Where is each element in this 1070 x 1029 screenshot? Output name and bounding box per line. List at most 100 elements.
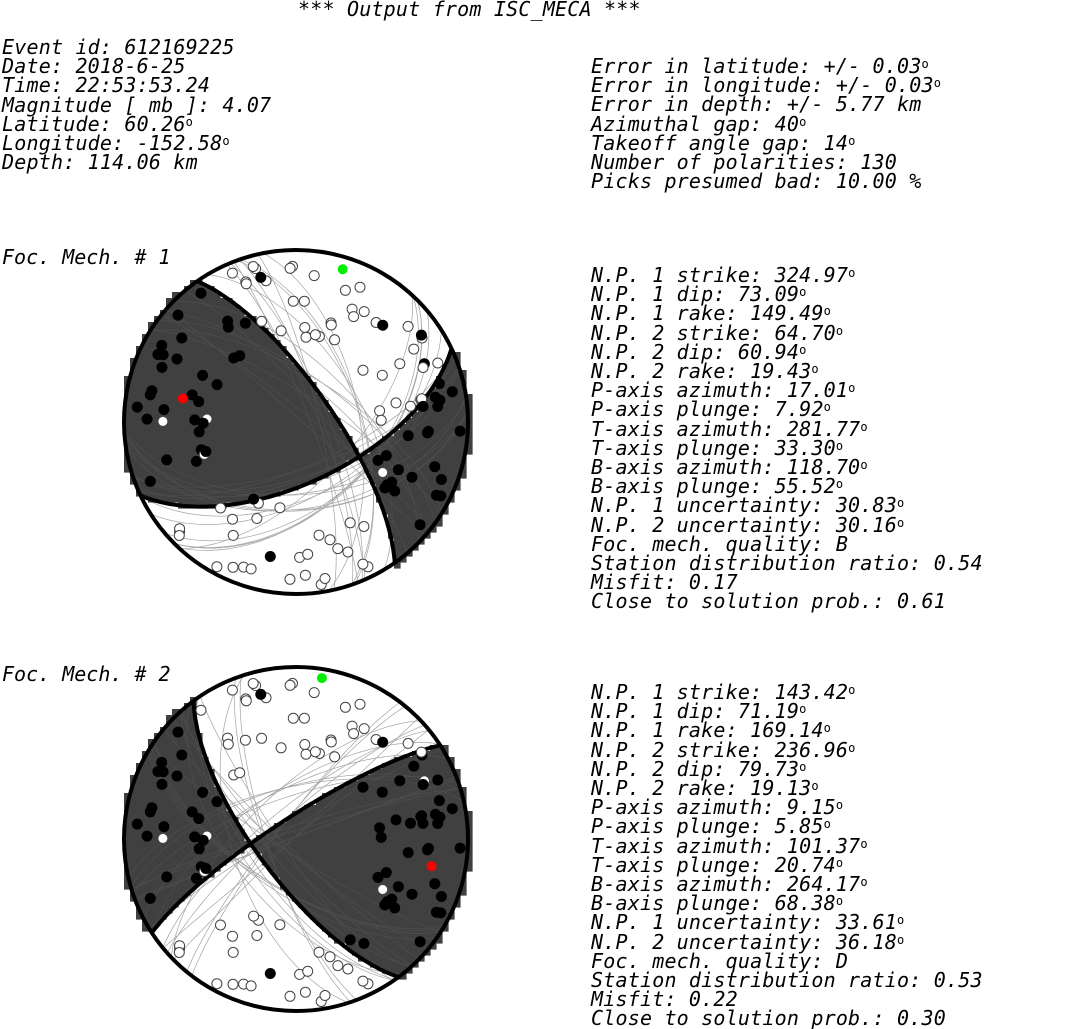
compressional-cell (454, 829, 461, 836)
compressional-cell (412, 787, 419, 794)
compressional-cell (346, 823, 353, 830)
p-axis-marker (337, 264, 348, 275)
compressional-cell (442, 472, 449, 479)
compressional-cell (154, 418, 161, 425)
dilatation-polarity (417, 362, 429, 373)
compressional-cell (370, 943, 377, 950)
compressional-cell (136, 877, 143, 884)
compression-polarity (141, 413, 153, 425)
compressional-cell (370, 889, 377, 896)
compressional-cell (178, 442, 185, 449)
compressional-cell (460, 448, 467, 455)
compressional-cell (244, 442, 251, 449)
dilatation-polarity (211, 978, 223, 990)
solution-line (263, 252, 365, 592)
compressional-cell (346, 889, 353, 896)
compressional-cell (370, 859, 377, 866)
compressional-cell (334, 835, 341, 842)
compressional-cell (232, 448, 239, 455)
compressional-cell (358, 853, 365, 860)
compressional-cell (136, 442, 143, 449)
compressional-cell (220, 841, 227, 848)
compressional-cell (460, 442, 467, 449)
compressional-cell (160, 907, 167, 914)
compressional-cell (166, 799, 173, 806)
compressional-cell (430, 442, 437, 449)
compressional-cell (160, 811, 167, 818)
compressional-cell (370, 811, 377, 818)
compressional-cell (394, 562, 401, 569)
compressional-cell (142, 877, 149, 884)
compression-polarity (408, 760, 420, 772)
compressional-cell (418, 835, 425, 842)
compressional-cell (334, 454, 341, 461)
compressional-cell (400, 532, 407, 539)
compressional-cell (388, 805, 395, 812)
compressional-cell (190, 340, 197, 347)
compressional-cell (376, 901, 383, 908)
compressional-cell (388, 967, 395, 974)
compressional-cell (184, 757, 191, 764)
compressional-cell (466, 394, 473, 401)
dilatation-polarity (319, 573, 331, 584)
parameter-line: Foc. mech. quality: D (591, 948, 849, 973)
compressional-cell (262, 466, 269, 473)
compression-polarity (376, 786, 388, 798)
compressional-cell (130, 370, 137, 377)
compressional-cell (238, 448, 245, 455)
compressional-cell (124, 376, 131, 383)
compressional-cell (286, 412, 293, 419)
compressional-cell (256, 448, 263, 455)
compressional-cell (148, 865, 155, 872)
compressional-cell (376, 925, 383, 932)
compressional-cell (358, 859, 365, 866)
compressional-cell (214, 466, 221, 473)
compression-polarity (389, 902, 401, 914)
solution-line (166, 308, 426, 536)
compressional-cell (394, 955, 401, 962)
compressional-cell (148, 757, 155, 764)
compressional-cell (220, 490, 227, 497)
compressional-cell (280, 436, 287, 443)
compressional-cell (226, 304, 233, 311)
compressional-cell (400, 865, 407, 872)
compression-polarity (423, 425, 434, 437)
compressional-cell (382, 460, 389, 467)
compressional-cell (394, 508, 401, 515)
compressional-cell (244, 478, 251, 485)
compressional-cell (280, 424, 287, 431)
compressional-cell (394, 442, 401, 449)
compressional-cell (454, 793, 461, 800)
compressional-cell (388, 823, 395, 830)
compressional-cell (280, 472, 287, 479)
compressional-cell (190, 376, 197, 383)
compressional-cell (298, 895, 305, 902)
compressional-cell (208, 859, 215, 866)
compressional-cell (424, 829, 431, 836)
compressional-cell (454, 376, 461, 383)
dilatation-polarity (245, 980, 257, 992)
compressional-cell (412, 943, 419, 950)
compressional-cell (418, 763, 425, 770)
dilatation-polarity (342, 963, 354, 975)
compressional-cell (214, 352, 221, 359)
compressional-cell (382, 769, 389, 776)
compressional-cell (154, 847, 161, 854)
compressional-cell (352, 883, 359, 890)
compressional-cell (226, 418, 233, 425)
compressional-cell (286, 448, 293, 455)
compressional-cell (262, 358, 269, 365)
compressional-cell (376, 907, 383, 914)
compressional-cell (214, 418, 221, 425)
compressional-cell (184, 382, 191, 389)
compressional-cell (406, 424, 413, 431)
compressional-cell (220, 364, 227, 371)
compressional-cell (190, 466, 197, 473)
compressional-cell (310, 412, 317, 419)
compressional-cell (412, 538, 419, 545)
compressional-cell (166, 340, 173, 347)
compressional-cell (184, 292, 191, 299)
compressional-cell (310, 853, 317, 860)
compressional-cell (136, 430, 143, 437)
compressional-cell (184, 709, 191, 716)
